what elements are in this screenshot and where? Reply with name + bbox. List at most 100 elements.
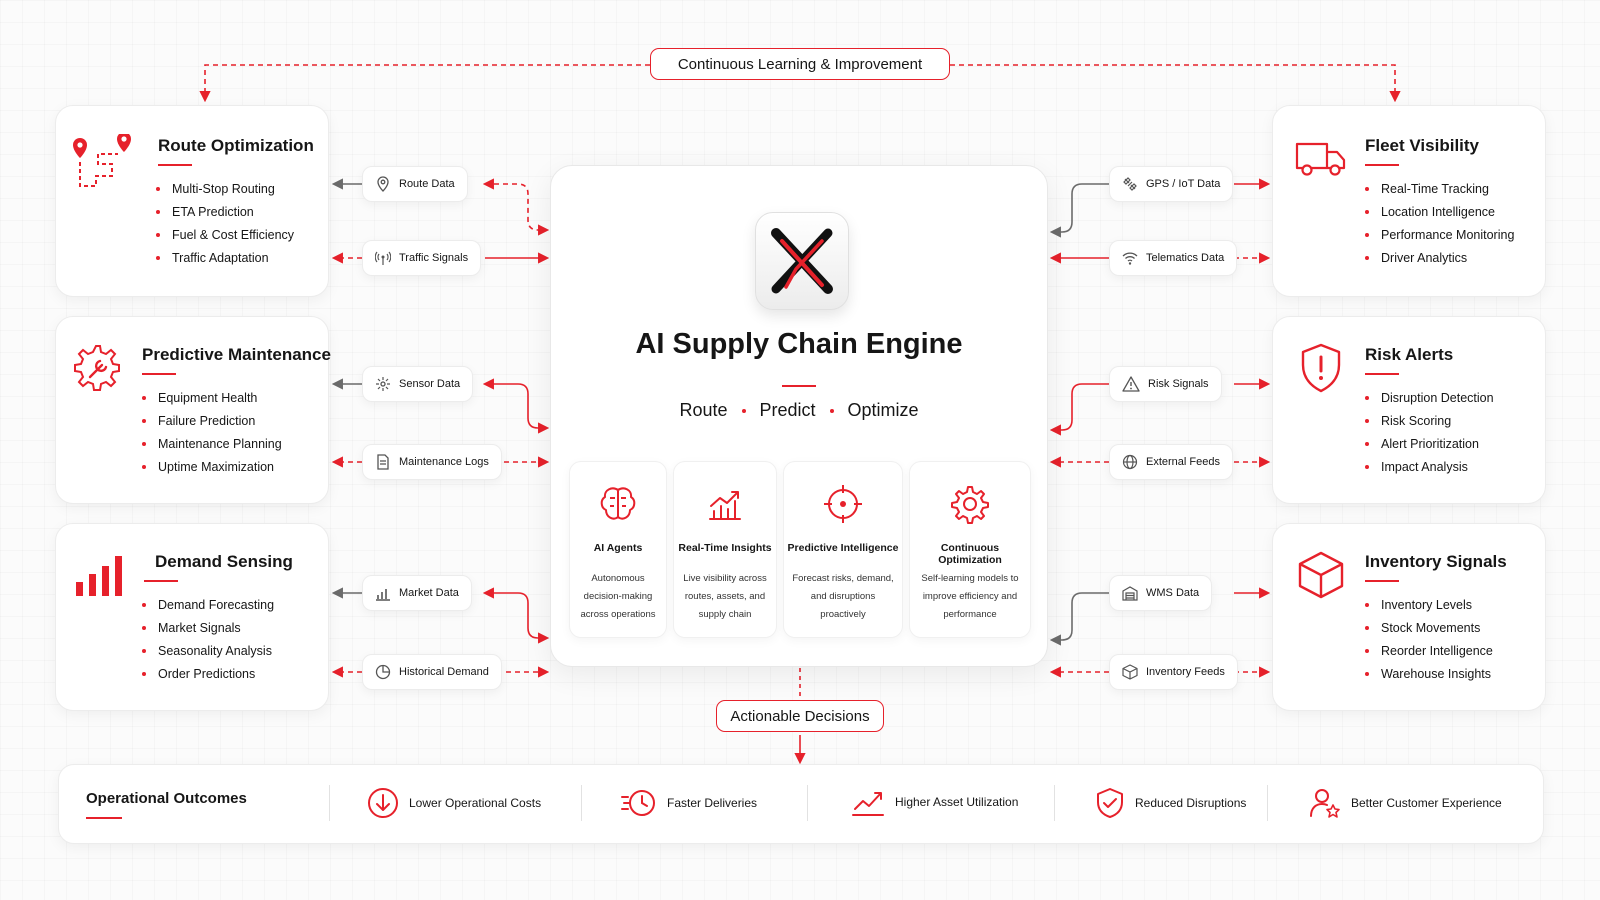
capability-ai-agents[interactable]: AI Agents Autonomous decision-making acr… bbox=[569, 461, 667, 638]
cube-icon bbox=[1122, 664, 1138, 680]
feature-list: Real-Time Tracking Location Intelligence… bbox=[1365, 178, 1514, 270]
gear-icon bbox=[951, 486, 989, 524]
list-item: Maintenance Planning bbox=[142, 433, 282, 456]
capability-desc: Live visibility across routes, assets, a… bbox=[683, 573, 767, 620]
module-title: Demand Sensing bbox=[155, 552, 293, 571]
input-sensor-data[interactable]: Sensor Data bbox=[362, 366, 474, 402]
module-route-optimization[interactable]: Route Optimization Multi-Stop Routing ET… bbox=[55, 105, 329, 297]
list-item: Inventory Levels bbox=[1365, 594, 1493, 617]
list-item: Order Predictions bbox=[142, 663, 274, 686]
input-external-feeds[interactable]: External Feeds bbox=[1109, 444, 1233, 480]
list-item: Fuel & Cost Efficiency bbox=[156, 224, 294, 247]
module-demand-sensing[interactable]: Demand Sensing Demand Forecasting Market… bbox=[55, 523, 329, 711]
module-risk-alerts[interactable]: Risk Alerts Disruption Detection Risk Sc… bbox=[1272, 316, 1546, 504]
list-item: Failure Prediction bbox=[142, 410, 282, 433]
module-inventory-signals[interactable]: Inventory Signals Inventory Levels Stock… bbox=[1272, 523, 1546, 711]
input-traffic-signals[interactable]: Traffic Signals bbox=[362, 240, 482, 276]
feature-list: Inventory Levels Stock Movements Reorder… bbox=[1365, 594, 1493, 686]
module-title: Route Optimization bbox=[158, 136, 314, 155]
divider bbox=[1054, 785, 1055, 821]
satellite-icon bbox=[1123, 177, 1137, 191]
capability-title: Real-Time Insights bbox=[678, 542, 772, 554]
list-item: Uptime Maximization bbox=[142, 456, 282, 479]
input-label: Risk Signals bbox=[1148, 378, 1209, 390]
input-wms-data[interactable]: WMS Data bbox=[1109, 575, 1213, 611]
growth-chart-icon bbox=[852, 792, 884, 816]
feature-list: Disruption Detection Risk Scoring Alert … bbox=[1365, 387, 1494, 479]
market-chart-icon bbox=[376, 589, 390, 601]
list-item: Reorder Intelligence bbox=[1365, 640, 1493, 663]
input-market-data[interactable]: Market Data bbox=[362, 575, 472, 611]
input-label: WMS Data bbox=[1146, 587, 1200, 599]
sensor-icon bbox=[376, 377, 390, 391]
capability-desc: Autonomous decision-making across operat… bbox=[580, 573, 656, 620]
x-logo-icon bbox=[755, 212, 849, 310]
input-route-data[interactable]: Route Data bbox=[362, 166, 468, 202]
operational-outcomes-bar: Operational Outcomes Lower Operational C… bbox=[58, 764, 1544, 844]
tagline-predict: Predict bbox=[759, 400, 816, 420]
wifi-icon bbox=[1122, 252, 1138, 265]
down-arrow-circle-icon bbox=[368, 788, 398, 818]
input-historical-demand[interactable]: Historical Demand bbox=[362, 654, 502, 690]
title-underline bbox=[158, 164, 192, 166]
outcome-asset-utilization: Higher Asset Utilization bbox=[851, 787, 1018, 817]
route-pin-icon bbox=[73, 134, 131, 187]
title-underline bbox=[144, 580, 178, 582]
capability-title: Continuous Optimization bbox=[938, 542, 1002, 566]
decisions-label: Actionable Decisions bbox=[716, 700, 884, 732]
input-maintenance-logs[interactable]: Maintenance Logs bbox=[362, 444, 502, 480]
outcome-label: Higher Asset Utilization bbox=[895, 795, 1019, 809]
title-underline bbox=[1365, 164, 1399, 166]
input-telematics-data[interactable]: Telematics Data bbox=[1109, 240, 1238, 276]
input-gps-iot-data[interactable]: GPS / IoT Data bbox=[1109, 166, 1234, 202]
capability-title: AI Agents bbox=[593, 542, 643, 554]
input-label: External Feeds bbox=[1146, 456, 1220, 468]
list-item: Equipment Health bbox=[142, 387, 282, 410]
title-underline bbox=[1365, 580, 1399, 582]
capability-predictive-intelligence[interactable]: Predictive Intelligence Forecast risks, … bbox=[783, 461, 903, 638]
input-risk-signals[interactable]: Risk Signals bbox=[1109, 366, 1222, 402]
list-item: Seasonality Analysis bbox=[142, 640, 274, 663]
gear-wrench-icon bbox=[74, 345, 120, 391]
input-label: Sensor Data bbox=[399, 378, 461, 390]
module-title: Predictive Maintenance bbox=[142, 345, 331, 364]
divider bbox=[581, 785, 582, 821]
outcomes-title: Operational Outcomes bbox=[86, 790, 247, 807]
input-label: Route Data bbox=[399, 178, 455, 190]
feature-list: Multi-Stop Routing ETA Prediction Fuel &… bbox=[156, 178, 294, 270]
list-item: Multi-Stop Routing bbox=[156, 178, 294, 201]
location-pin-icon bbox=[377, 176, 389, 192]
title-underline bbox=[782, 385, 816, 387]
fast-clock-icon bbox=[621, 790, 655, 816]
input-label: Traffic Signals bbox=[399, 252, 469, 264]
title-underline bbox=[86, 817, 122, 819]
list-item: Driver Analytics bbox=[1365, 247, 1514, 270]
signal-tower-icon bbox=[375, 251, 391, 265]
learning-loop-label: Continuous Learning & Improvement bbox=[650, 48, 950, 80]
list-item: Impact Analysis bbox=[1365, 456, 1494, 479]
input-label: Telematics Data bbox=[1146, 252, 1225, 264]
capability-continuous-optimization[interactable]: Continuous Optimization Self-learning mo… bbox=[909, 461, 1031, 638]
outcome-reduced-disruptions: Reduced Disruptions bbox=[1095, 787, 1246, 819]
engine-tagline: Route Predict Optimize bbox=[551, 400, 1047, 421]
outcome-label: Better Customer Experience bbox=[1351, 796, 1502, 810]
feature-list: Equipment Health Failure Prediction Main… bbox=[142, 387, 282, 479]
capability-real-time-insights[interactable]: Real-Time Insights Live visibility acros… bbox=[673, 461, 777, 638]
capability-title: Predictive Intelligence bbox=[787, 542, 899, 554]
list-item: Real-Time Tracking bbox=[1365, 178, 1514, 201]
document-icon bbox=[377, 454, 389, 470]
outcome-faster-deliveries: Faster Deliveries bbox=[621, 787, 757, 819]
list-item: Disruption Detection bbox=[1365, 387, 1494, 410]
separator-dot bbox=[829, 408, 834, 413]
module-predictive-maintenance[interactable]: Predictive Maintenance Equipment Health … bbox=[55, 316, 331, 504]
outcome-label: Lower Operational Costs bbox=[409, 796, 542, 810]
list-item: ETA Prediction bbox=[156, 201, 294, 224]
module-fleet-visibility[interactable]: Fleet Visibility Real-Time Tracking Loca… bbox=[1272, 105, 1546, 297]
input-label: Maintenance Logs bbox=[399, 456, 489, 468]
list-item: Location Intelligence bbox=[1365, 201, 1514, 224]
divider bbox=[807, 785, 808, 821]
input-inventory-feeds[interactable]: Inventory Feeds bbox=[1109, 654, 1238, 690]
engine-title: AI Supply Chain Engine bbox=[635, 328, 963, 360]
module-title: Risk Alerts bbox=[1365, 345, 1454, 364]
warehouse-icon bbox=[1122, 586, 1138, 601]
